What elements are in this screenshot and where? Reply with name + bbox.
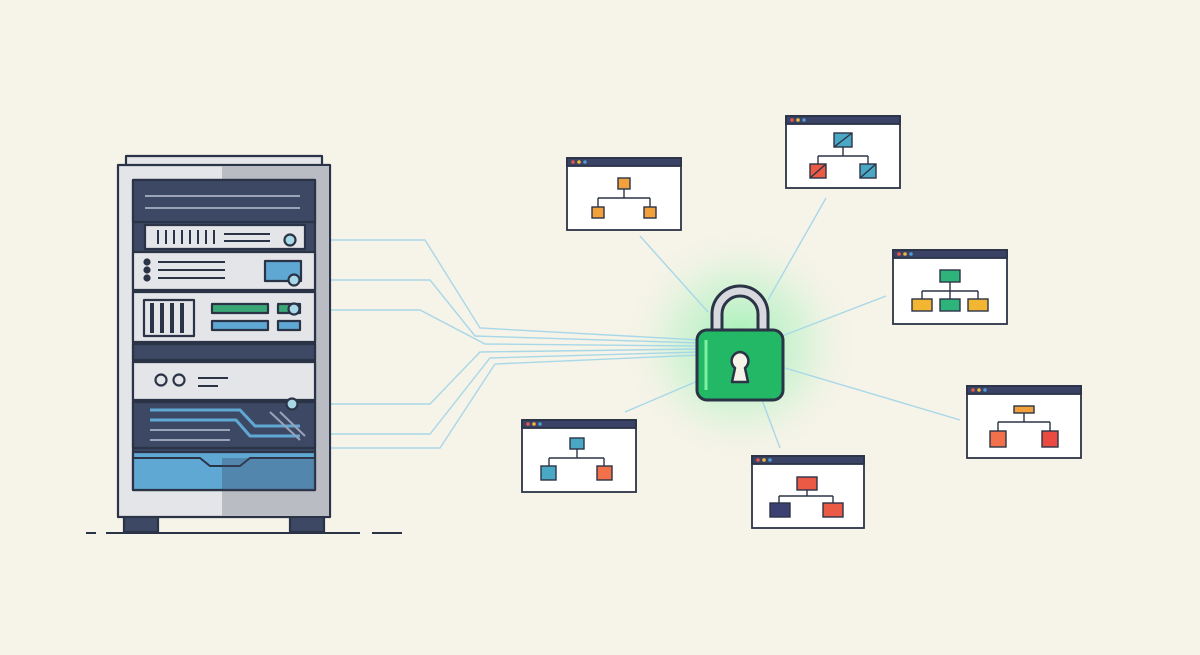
org-chart-icon (769, 476, 844, 518)
rack-unit-drawer (131, 450, 317, 492)
org-chart-icon (989, 405, 1059, 448)
link-window-6 (624, 379, 701, 413)
rack-divider (131, 342, 317, 362)
rack-unit-vent (131, 178, 317, 224)
rack-unit-server-3 (131, 290, 317, 344)
padlock-icon (695, 284, 785, 402)
connector-6 (305, 354, 701, 449)
org-chart-icon (591, 177, 657, 219)
window-connectors (624, 197, 961, 449)
lock-shackle (710, 284, 770, 336)
connector-1 (298, 239, 701, 341)
connector-5 (305, 351, 701, 435)
connector-2 (298, 279, 701, 344)
link-window-4 (784, 367, 961, 421)
link-window-2 (767, 197, 827, 301)
link-window-5 (761, 399, 781, 449)
rack-unit-server-2 (131, 250, 317, 292)
port-4 (285, 397, 299, 411)
org-chart-icon (809, 132, 877, 179)
keyhole-icon (730, 350, 750, 384)
connector-4 (298, 348, 701, 405)
browser-window-icon-4 (966, 385, 1082, 459)
server-connectors (298, 239, 701, 449)
connector-3 (298, 309, 701, 347)
link-window-3 (781, 295, 887, 337)
browser-window-icon-5 (751, 455, 865, 529)
port-3 (287, 302, 301, 316)
org-chart-icon (540, 437, 613, 481)
rack-unit-server-4 (131, 360, 317, 402)
rack-foot-right (288, 514, 326, 534)
rack-foot-left (122, 514, 160, 534)
server-rack-icon (86, 154, 402, 534)
rack-unit-server-5 (131, 397, 317, 450)
browser-window-icon-3 (892, 249, 1008, 325)
port-1 (283, 233, 297, 247)
rack-unit-drive-1 (143, 223, 307, 251)
browser-window-icon-2 (785, 115, 901, 189)
browser-window-icon-6 (521, 419, 637, 493)
link-window-1 (639, 235, 709, 313)
browser-window-icon-1 (566, 157, 682, 231)
org-chart-icon (911, 269, 989, 312)
port-2 (287, 273, 301, 287)
